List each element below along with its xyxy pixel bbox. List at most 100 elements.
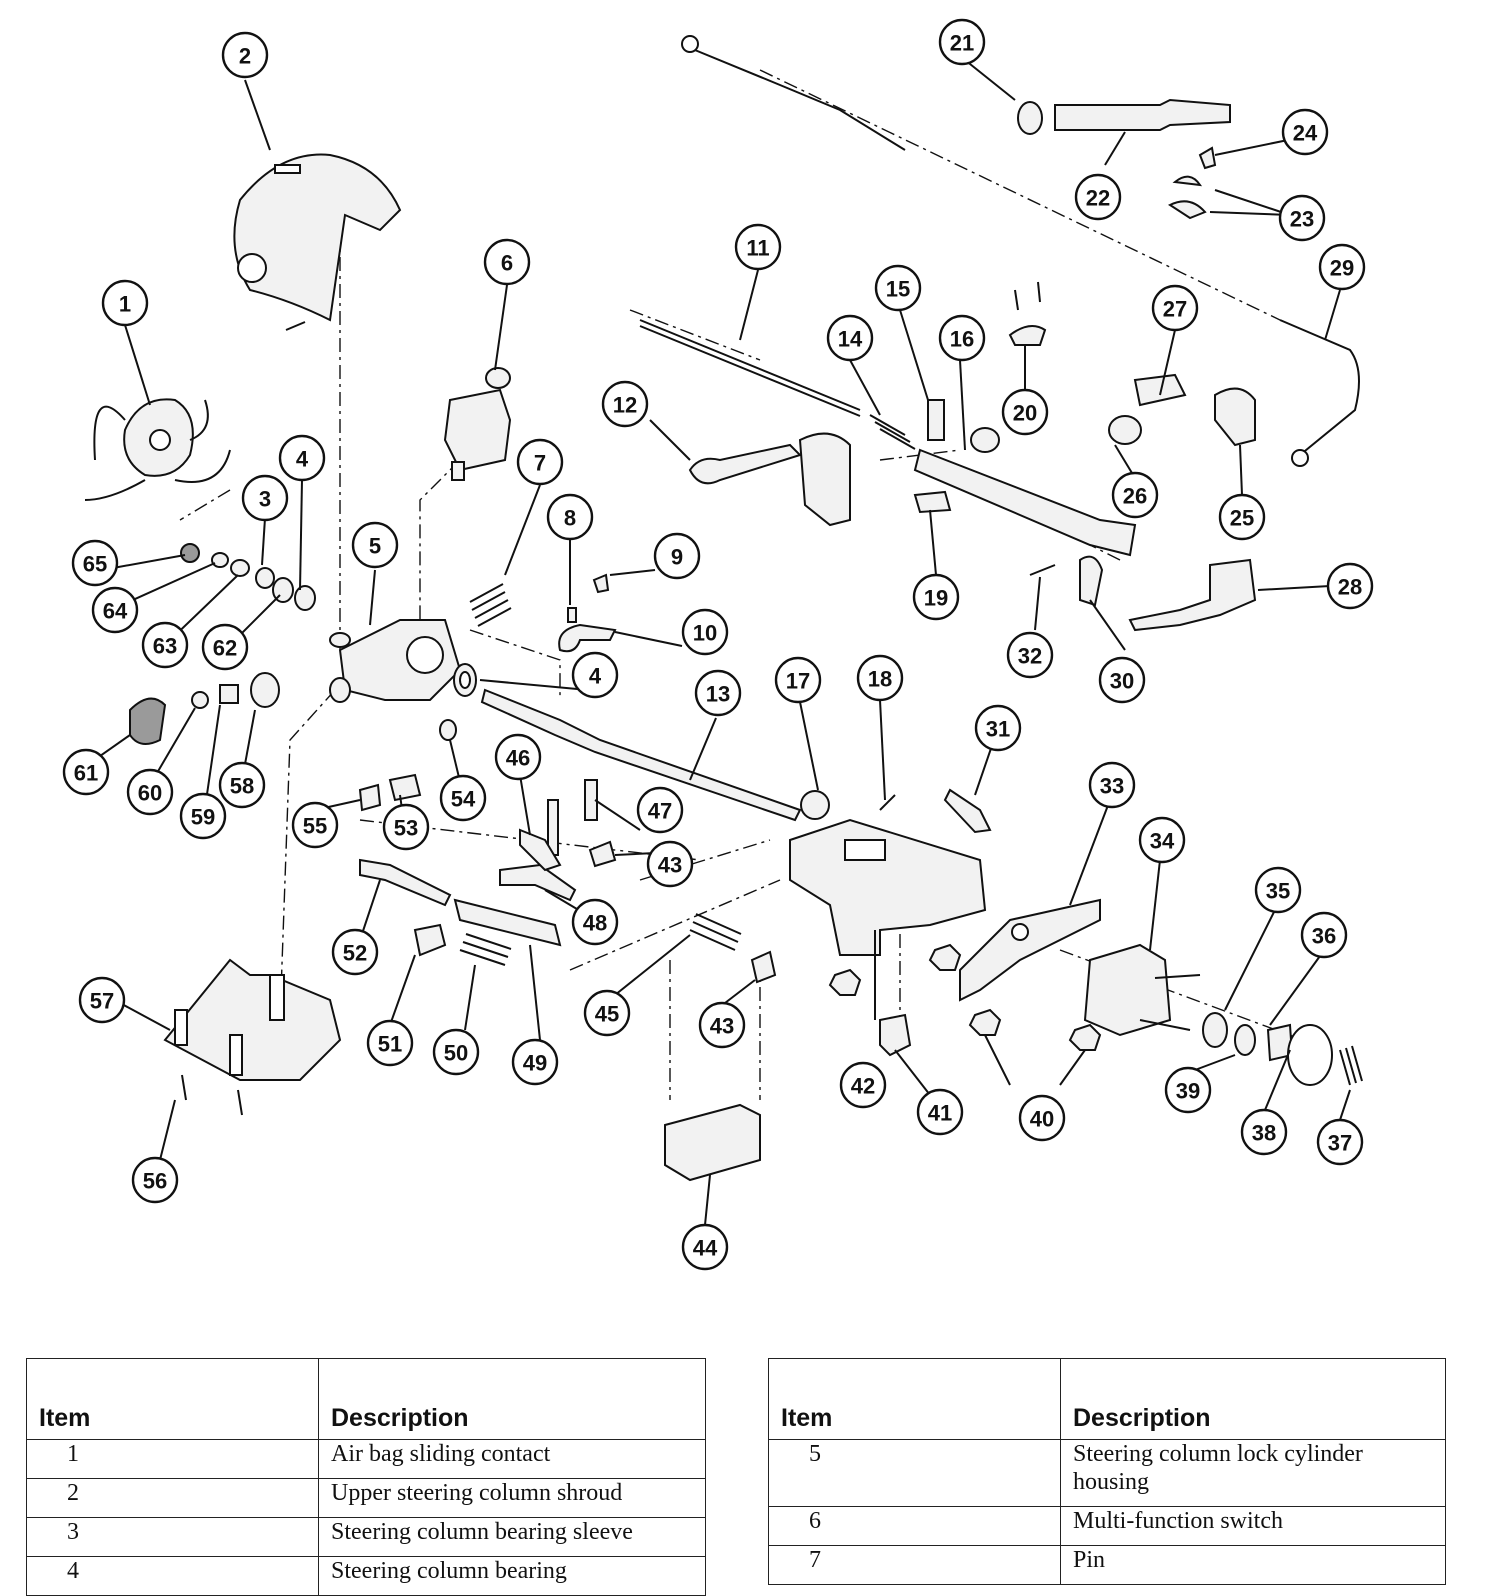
callout-32: 32 (1006, 631, 1054, 679)
callout-circle (131, 1156, 179, 1204)
callout-number: 60 (138, 781, 162, 806)
callout-22: 22 (1074, 173, 1122, 221)
callout-circle (516, 438, 564, 486)
callout-circle (1278, 194, 1326, 242)
bracket-44-part (664, 1103, 761, 1182)
legend-header-row: Item Description (768, 1358, 1446, 1440)
callout-number: 1 (119, 292, 131, 317)
callout-number: 17 (786, 669, 810, 694)
callout-number: 45 (595, 1002, 619, 1027)
callout-number: 15 (886, 277, 910, 302)
callout-number: 18 (868, 667, 892, 692)
legend-header-row: Item Description (26, 1358, 706, 1440)
callout-number: 32 (1018, 644, 1042, 669)
callout-number: 34 (1150, 829, 1175, 854)
callout-circle (1164, 1066, 1212, 1114)
callout-circle (571, 898, 619, 946)
legend-item-description: Multi-function switch (1060, 1506, 1446, 1546)
legend-item-description: Steering column bearing (318, 1556, 706, 1596)
legend-item-description: Steering column bearing sleeve (318, 1517, 706, 1557)
callout-number: 53 (394, 816, 418, 841)
callout-65: 65 (71, 539, 119, 587)
callout-55: 55 (291, 801, 339, 849)
legend-item-description: Steering column lock cylinder housing (1060, 1439, 1446, 1507)
callout-number: 55 (303, 814, 327, 839)
callout-27: 27 (1151, 284, 1199, 332)
callout-number: 40 (1030, 1107, 1054, 1132)
lower-shroud-part (163, 958, 342, 1081)
callout-number: 47 (648, 799, 672, 824)
legend-item-description: Pin (1060, 1545, 1446, 1585)
callout-45: 45 (583, 989, 631, 1037)
callout-9: 9 (653, 532, 701, 580)
callout-number: 43 (710, 1014, 734, 1039)
callout-circle (141, 621, 189, 669)
bracket-28-part (1128, 558, 1257, 632)
callout-15: 15 (874, 264, 922, 312)
lever-part (688, 443, 802, 485)
callout-circle (1006, 631, 1054, 679)
callout-number: 49 (523, 1051, 547, 1076)
callout-56: 56 (131, 1156, 179, 1204)
callout-number: 28 (1338, 575, 1362, 600)
callout-number: 6 (501, 251, 513, 276)
callout-circle (826, 314, 874, 362)
callout-circle (101, 279, 149, 327)
callout-number: 10 (693, 621, 717, 646)
callout-number: 44 (693, 1236, 718, 1261)
callout-circle (1151, 284, 1199, 332)
callout-circle (1326, 562, 1374, 610)
steering-shaft-part (480, 688, 802, 822)
callout-4: 4 (278, 434, 326, 482)
callout-number: 16 (950, 327, 974, 352)
callout-number: 26 (1123, 484, 1147, 509)
callout-1: 1 (101, 279, 149, 327)
callout-circle (331, 928, 379, 976)
callout-circle (1300, 911, 1348, 959)
callout-17: 17 (774, 656, 822, 704)
callout-circle (494, 733, 542, 781)
callout-circle (974, 704, 1022, 752)
callout-number: 48 (583, 911, 607, 936)
callout-number: 36 (1312, 924, 1336, 949)
legend-header-item: Item (26, 1358, 319, 1440)
callout-circle (1218, 493, 1266, 541)
housing-34-part (1083, 943, 1172, 1037)
callout-48: 48 (571, 898, 619, 946)
callout-circle (432, 1028, 480, 1076)
callout-number: 24 (1293, 121, 1318, 146)
callout-number: 3 (259, 487, 271, 512)
callout-2: 2 (221, 31, 269, 79)
callout-63: 63 (141, 621, 189, 669)
callout-circle (583, 989, 631, 1037)
legend-item-number: 1 (26, 1439, 319, 1479)
callout-circle (774, 656, 822, 704)
callout-circle (916, 1088, 964, 1136)
callout-circle (938, 18, 986, 66)
table-row: 4 Steering column bearing (26, 1556, 706, 1596)
callout-circle (874, 264, 922, 312)
callout-number: 22 (1086, 186, 1110, 211)
callout-26: 26 (1111, 471, 1159, 519)
callout-circle (62, 748, 110, 796)
callout-12: 12 (601, 380, 649, 428)
callout-42: 42 (839, 1061, 887, 1109)
callout-61: 61 (62, 748, 110, 796)
callout-circle (571, 651, 619, 699)
callout-23: 23 (1278, 194, 1326, 242)
callout-number: 29 (1330, 256, 1354, 281)
callout-number: 19 (924, 586, 948, 611)
callout-circle (636, 786, 684, 834)
callout-circle (218, 761, 266, 809)
table-row: 2 Upper steering column shroud (26, 1478, 706, 1518)
callout-8: 8 (546, 493, 594, 541)
callout-28: 28 (1326, 562, 1374, 610)
callout-41: 41 (916, 1088, 964, 1136)
callout-24: 24 (1281, 108, 1329, 156)
upper-shroud-part (233, 153, 402, 322)
callout-number: 52 (343, 941, 367, 966)
callout-number: 31 (986, 717, 1010, 742)
callout-40: 40 (1018, 1094, 1066, 1142)
callout-number: 13 (706, 682, 730, 707)
